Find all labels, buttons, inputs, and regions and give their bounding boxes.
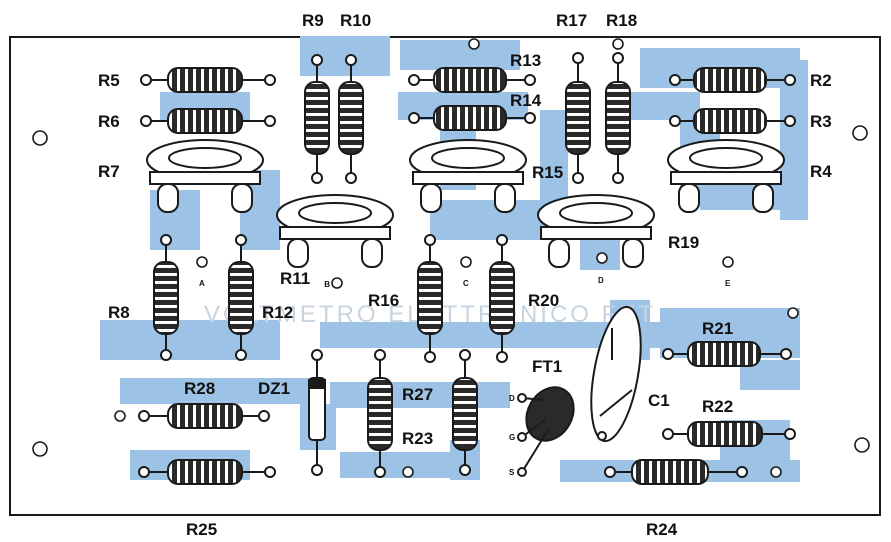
trimmer-r11	[276, 194, 394, 268]
pad-letters: A B C D E D G S	[199, 276, 731, 477]
label-r17: R17	[556, 11, 587, 30]
label-dz1: DZ1	[258, 379, 290, 398]
resistor-r27	[367, 349, 393, 478]
label-r22: R22	[702, 397, 733, 416]
label-r11: R11	[280, 269, 310, 288]
fet-pin-s: S	[509, 468, 515, 477]
pad-label-d: D	[598, 276, 604, 285]
label-r5: R5	[98, 71, 120, 90]
label-r3: R3	[810, 112, 832, 131]
resistor-r18	[605, 52, 631, 184]
label-r2: R2	[810, 71, 832, 90]
trimmer-r19	[537, 194, 655, 268]
resistor-r20	[489, 234, 515, 363]
pad-e	[722, 256, 734, 268]
label-r20: R20	[528, 291, 559, 310]
resistor-r25	[138, 459, 276, 485]
resistor-r2	[669, 67, 796, 93]
pad-c	[460, 256, 472, 268]
resistor-r12	[228, 234, 254, 361]
trimmer-r4	[667, 139, 785, 213]
resistor-r13	[408, 67, 536, 93]
zener-diode-dz1	[308, 349, 326, 476]
resistor-r10	[338, 54, 364, 184]
label-r8: R8	[108, 303, 130, 322]
label-r18: R18	[606, 11, 637, 30]
label-fet: FT1	[532, 357, 562, 376]
pad-label-c: C	[463, 279, 469, 288]
label-r13: R13	[510, 51, 541, 70]
resistor-r24	[604, 459, 748, 485]
label-r6: R6	[98, 112, 120, 131]
pad-a	[196, 256, 208, 268]
resistors-horizontal	[138, 67, 796, 485]
label-r7: R7	[98, 162, 120, 181]
resistor-r5	[140, 67, 276, 93]
test-pads	[114, 38, 799, 478]
pad-label-a: A	[199, 279, 205, 288]
label-r14: R14	[510, 91, 542, 110]
trimmer-r7	[146, 139, 264, 213]
label-r9: R9	[302, 11, 324, 30]
resistors-vertical	[153, 52, 631, 478]
resistor-r9	[304, 54, 330, 184]
pad-label-e: E	[725, 279, 731, 288]
label-r16: R16	[368, 291, 399, 310]
label-r23: R23	[402, 429, 433, 448]
pad-b	[331, 277, 343, 289]
label-r28: R28	[184, 379, 215, 398]
label-c1: C1	[648, 391, 670, 410]
resistor-r6	[140, 108, 276, 134]
resistor-r17	[565, 52, 591, 184]
fet-pin-d: D	[509, 394, 515, 403]
label-r12: R12	[262, 303, 293, 322]
label-r4: R4	[810, 162, 832, 181]
resistor-r23	[452, 349, 478, 476]
resistor-r28	[138, 403, 270, 429]
trimmers	[146, 139, 785, 268]
mounting-holes	[32, 125, 870, 457]
label-r25: R25	[186, 520, 217, 537]
fet-pin-g: G	[509, 433, 515, 442]
resistor-r22	[662, 421, 796, 447]
resistor-r14	[408, 105, 536, 131]
label-r21: R21	[702, 319, 733, 338]
label-r27: R27	[402, 385, 433, 404]
resistor-r3	[669, 108, 796, 134]
pad-label-b: B	[324, 280, 330, 289]
label-r19: R19	[668, 233, 699, 252]
capacitor-c1	[590, 305, 642, 443]
label-r10: R10	[340, 11, 371, 30]
label-r24: R24	[646, 520, 678, 537]
label-r15: R15	[532, 163, 563, 182]
pad-d	[596, 252, 608, 264]
trimmer-r15	[409, 139, 527, 213]
resistor-r16	[417, 234, 443, 363]
resistor-r8	[153, 234, 179, 361]
fet-ft1	[517, 386, 575, 477]
component-labels: R9 R10 R17 R18 R13 R14 R5 R6 R7 R2 R3 R4…	[98, 11, 832, 539]
resistor-r21	[662, 341, 792, 367]
